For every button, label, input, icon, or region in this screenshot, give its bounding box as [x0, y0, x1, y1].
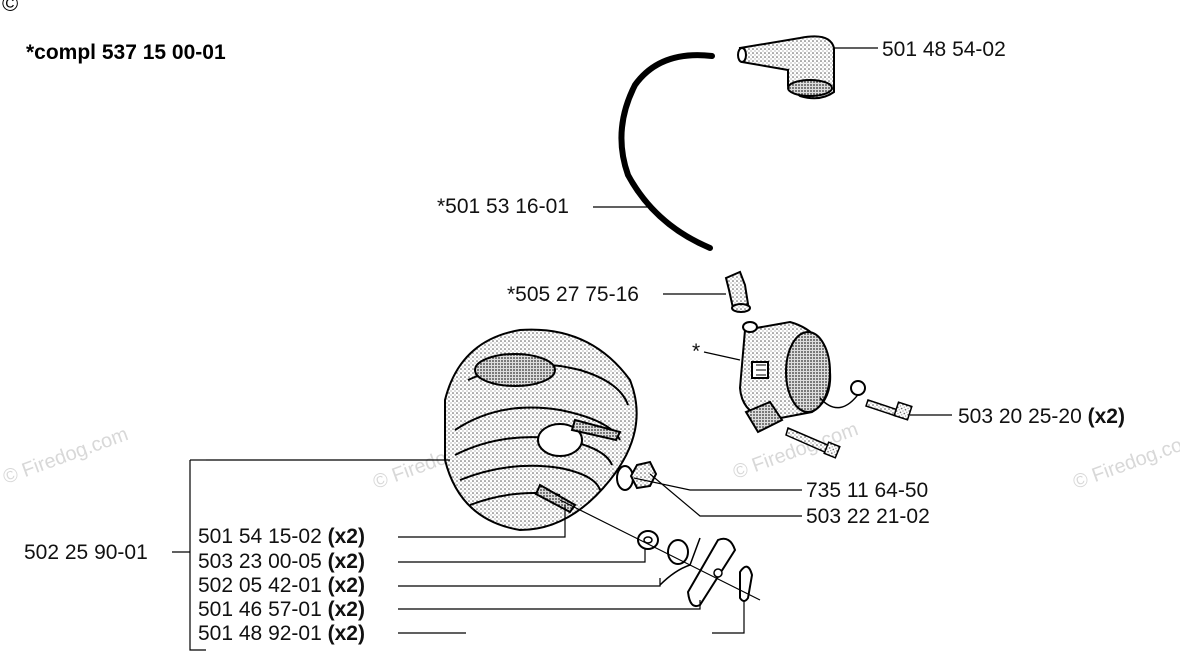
kit-part-label: 501 54 15-02 (x2)	[198, 525, 365, 548]
quantity-badge: (x2)	[327, 550, 365, 573]
quantity-badge: (x2)	[1087, 405, 1125, 428]
coil-screw	[785, 426, 841, 459]
quantity-badge: (x2)	[327, 622, 365, 645]
diagram-title: *compl 537 15 00-01	[26, 41, 226, 64]
starter-spring	[659, 537, 701, 586]
ignition-wire	[618, 52, 715, 251]
callout-flywheel-kit: 502 25 90-01	[24, 541, 148, 564]
ignition-coil	[738, 320, 866, 434]
starter-pawl	[686, 537, 737, 608]
leader-lines	[172, 47, 952, 651]
kit-part-label: 503 23 00-05 (x2)	[198, 550, 365, 573]
callout-ignition-wire: *501 53 16-01	[437, 195, 569, 218]
kit-part-label: 501 48 92-01 (x2)	[198, 622, 365, 645]
callout-ignition-coil: *	[692, 340, 701, 363]
spark-plug-cap	[737, 35, 835, 100]
flywheel-nut	[629, 460, 658, 490]
callout-flywheel-nut: 503 22 21-02	[806, 505, 930, 528]
copyright-symbol: ©	[2, 0, 19, 16]
quantity-badge: (x2)	[327, 525, 365, 548]
quantity-badge: (x2)	[327, 598, 365, 621]
callout-flywheel-washer: 735 11 64-50	[806, 479, 929, 502]
flywheel-washer	[616, 465, 634, 491]
flywheel	[444, 328, 638, 532]
callout-wire-terminal: *505 27 75-16	[507, 283, 639, 306]
quantity-badge: (x2)	[327, 574, 365, 597]
callout-coil-screw: 503 20 25-20 (x2)	[958, 405, 1125, 428]
kit-part-label: 502 05 42-01 (x2)	[198, 574, 365, 597]
coil-screw	[865, 399, 913, 421]
starter-clip	[739, 565, 754, 602]
starter-spring-ring	[667, 539, 689, 565]
wire-terminal	[724, 270, 751, 313]
callout-spark-plug-cap: 501 48 54-02	[882, 38, 1006, 61]
kit-part-label: 501 46 57-01 (x2)	[198, 598, 365, 621]
